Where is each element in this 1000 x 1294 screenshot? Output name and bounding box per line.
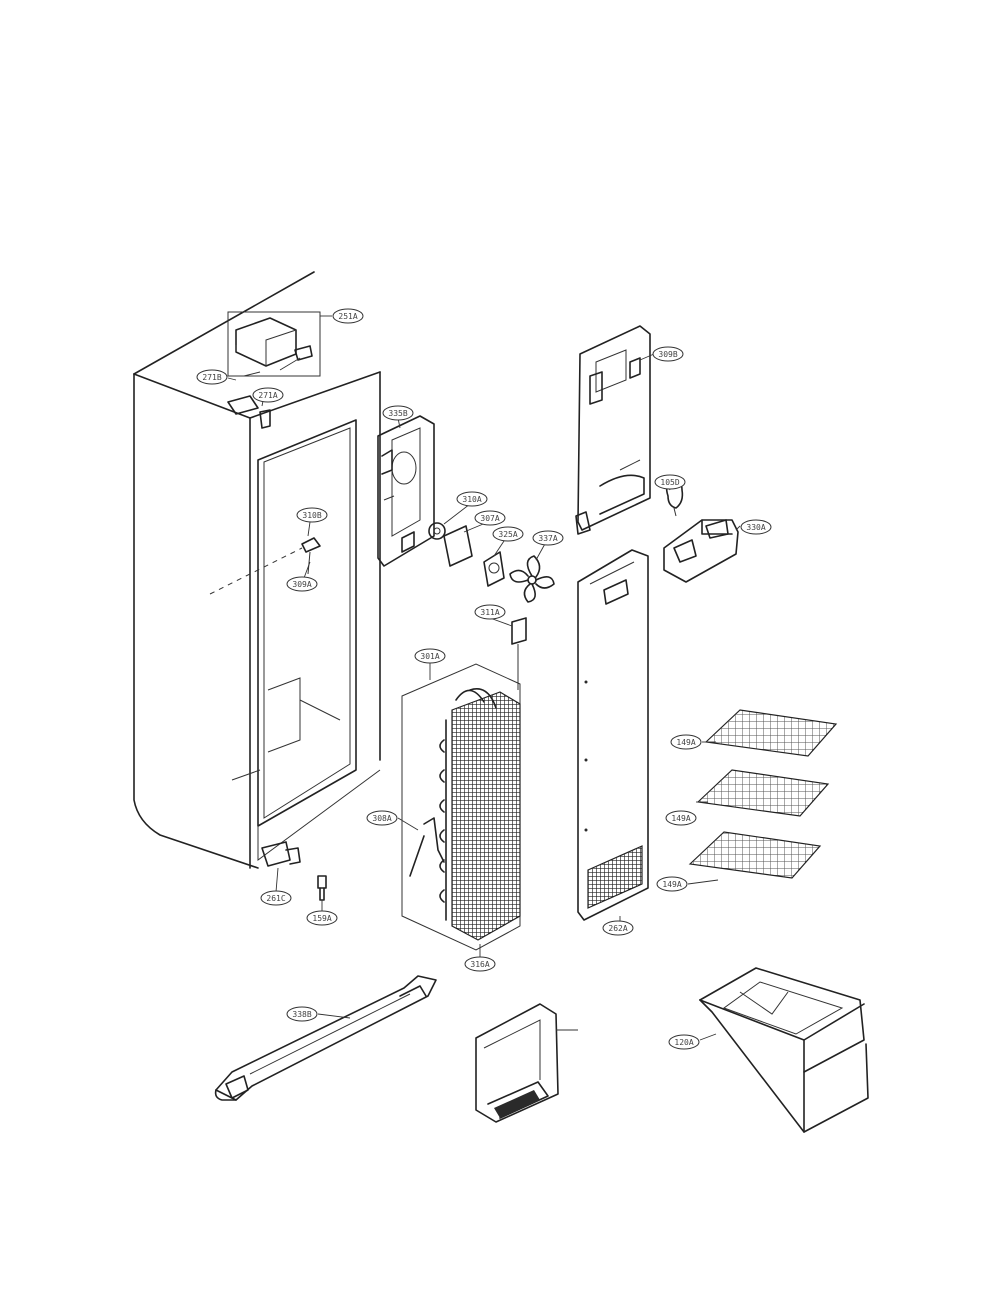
svg-text:309A: 309A (292, 580, 311, 589)
cabinet-body (133, 271, 381, 869)
evaporator (401, 663, 521, 951)
callout-338b: 338B (286, 1006, 318, 1022)
svg-text:271A: 271A (258, 391, 277, 400)
svg-text:308A: 308A (372, 814, 391, 823)
fan-blade (509, 555, 555, 603)
lamp-assembly (663, 478, 739, 583)
svg-text:335B: 335B (388, 409, 407, 418)
svg-text:149A: 149A (671, 814, 690, 823)
svg-text:149A: 149A (676, 738, 695, 747)
callout-330a: 330A (740, 519, 772, 535)
rear-duct-panel (575, 325, 651, 535)
callout-311a: 311A (474, 604, 506, 620)
callout-325a: 325A (492, 526, 524, 542)
svg-text:105D: 105D (660, 478, 679, 487)
svg-text:310B: 310B (302, 511, 321, 520)
callout-307a: 307A (474, 510, 506, 526)
svg-text:309B: 309B (658, 350, 677, 359)
drawer-rail (214, 975, 437, 1101)
door-stopper (209, 537, 321, 595)
back-cover-panel (577, 549, 649, 921)
svg-text:310A: 310A (462, 495, 481, 504)
callout-262a: 262A (602, 920, 634, 936)
fan-motor (428, 522, 505, 587)
callout-149a-middle: 149A (665, 810, 697, 826)
callout-308a: 308A (366, 810, 398, 826)
svg-text:271B: 271B (202, 373, 221, 382)
svg-text:307A: 307A (480, 514, 499, 523)
svg-text:261C: 261C (266, 894, 285, 903)
wire-shelves (688, 709, 838, 879)
svg-text:325A: 325A (498, 530, 517, 539)
fan-shroud (377, 415, 435, 567)
svg-text:338B: 338B (292, 1010, 311, 1019)
callout-335b: 335B (382, 405, 414, 421)
callout-105d: 105D (654, 474, 686, 490)
callout-159a: 159A (306, 910, 338, 926)
callout-301a: 301A (414, 648, 446, 664)
callout-120a: 120A (668, 1034, 700, 1050)
callout-271b: 271B (196, 369, 228, 385)
top-hinge-assembly (227, 311, 321, 429)
svg-text:316A: 316A (470, 960, 489, 969)
callout-337a: 337A (532, 530, 564, 546)
svg-text:120A: 120A (674, 1038, 693, 1047)
callout-316a: 316A (464, 956, 496, 972)
callout-310b: 310B (296, 507, 328, 523)
svg-text:149A: 149A (662, 880, 681, 889)
svg-text:330A: 330A (746, 523, 765, 532)
svg-text:262A: 262A (608, 924, 627, 933)
callout-271a: 271A (252, 387, 284, 403)
svg-text:311A: 311A (480, 608, 499, 617)
duct-cover (475, 1003, 559, 1123)
callout-309b: 309B (652, 346, 684, 362)
svg-text:159A: 159A (312, 914, 331, 923)
callout-149a-top: 149A (670, 734, 702, 750)
svg-text:301A: 301A (420, 652, 439, 661)
crisper-drawer (699, 967, 869, 1133)
callout-261c: 261C (260, 890, 292, 906)
callout-310a: 310A (456, 491, 488, 507)
svg-text:251A: 251A (338, 312, 357, 321)
callout-149a-bottom: 149A (656, 876, 688, 892)
defrost-sensor (511, 617, 527, 690)
svg-text:337A: 337A (538, 534, 557, 543)
callout-309a: 309A (286, 576, 318, 592)
callout-251a: 251A (332, 308, 364, 324)
leader-lines (227, 315, 741, 1041)
